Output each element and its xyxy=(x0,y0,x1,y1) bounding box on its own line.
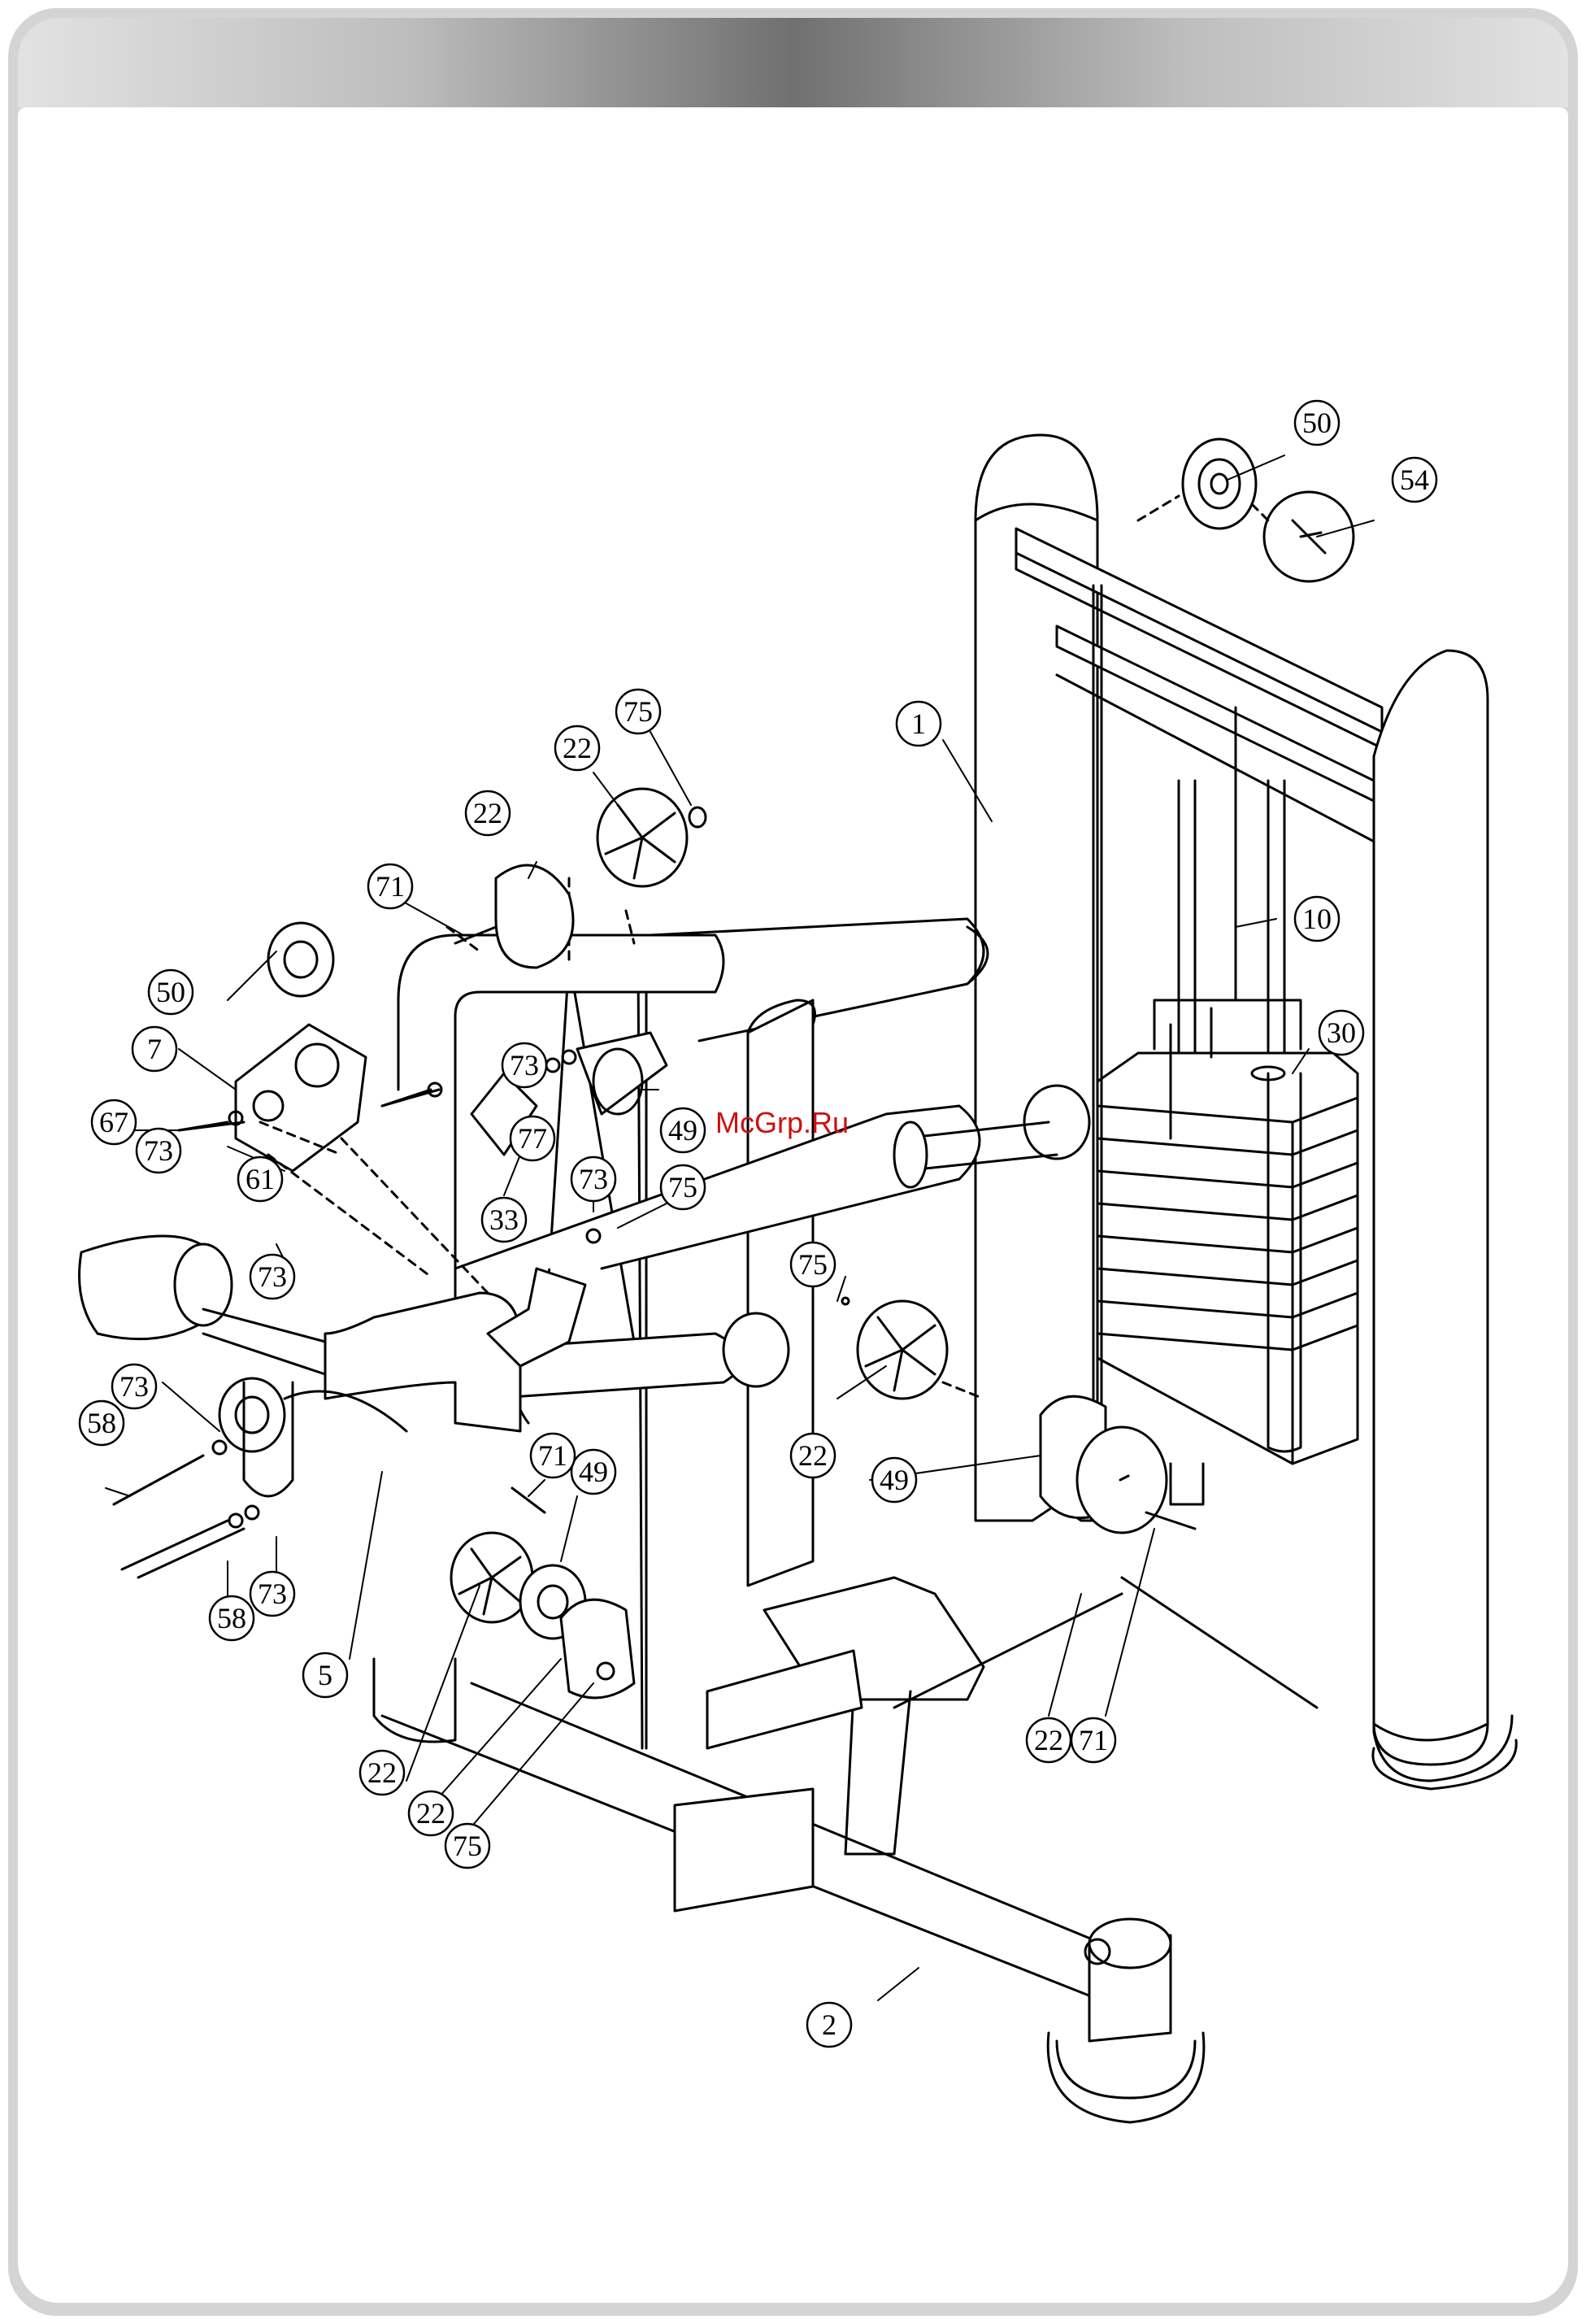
callout-77: 77 xyxy=(511,1116,554,1160)
callout-label: 33 xyxy=(489,1203,519,1236)
callout-49: 49 xyxy=(661,1108,705,1152)
callout-71: 71 xyxy=(531,1434,575,1478)
callout-label: 2 xyxy=(822,2008,836,2041)
callout-label: 71 xyxy=(1079,1724,1108,1756)
callout-75: 75 xyxy=(791,1243,835,1286)
callout-label: 75 xyxy=(798,1248,828,1281)
callout-label: 30 xyxy=(1327,1016,1356,1049)
callout-30: 30 xyxy=(1319,1011,1363,1055)
callout-label: 77 xyxy=(518,1122,547,1155)
callout-label: 50 xyxy=(156,976,185,1008)
callout-label: 73 xyxy=(144,1134,173,1167)
callout-49: 49 xyxy=(571,1450,615,1494)
callout-label: 22 xyxy=(473,797,502,829)
callout-2: 2 xyxy=(807,2003,851,2047)
callout-label: 71 xyxy=(376,870,405,903)
callout-10: 10 xyxy=(1295,897,1339,941)
callout-label: 75 xyxy=(453,1830,482,1862)
callout-22: 22 xyxy=(791,1434,835,1478)
callout-75: 75 xyxy=(661,1165,705,1209)
weight-stack xyxy=(1097,781,1358,1504)
watermark-text: McGrp.Ru xyxy=(715,1106,849,1140)
callout-label: 71 xyxy=(538,1439,567,1472)
callout-71: 71 xyxy=(368,864,412,908)
callout-50: 50 xyxy=(149,970,193,1014)
callout-label: 75 xyxy=(624,695,653,728)
callout-label: 22 xyxy=(798,1439,828,1472)
callout-73: 73 xyxy=(250,1572,294,1616)
callout-label: 73 xyxy=(258,1260,287,1293)
callout-5: 5 xyxy=(303,1653,347,1697)
callout-50: 50 xyxy=(1295,401,1339,445)
callout-label: 73 xyxy=(579,1163,608,1195)
callout-label: 73 xyxy=(119,1370,149,1403)
callout-label: 61 xyxy=(246,1163,275,1195)
callout-49: 49 xyxy=(872,1458,916,1502)
callout-label: 73 xyxy=(510,1049,539,1081)
callout-73: 73 xyxy=(250,1255,294,1299)
callout-label: 22 xyxy=(563,732,592,764)
callout-label: 5 xyxy=(318,1659,332,1691)
callout-73: 73 xyxy=(571,1157,615,1201)
callout-71: 71 xyxy=(1071,1718,1115,1762)
callout-75: 75 xyxy=(445,1824,489,1868)
callout-73: 73 xyxy=(112,1364,156,1408)
callout-label: 1 xyxy=(911,707,926,740)
callout-1: 1 xyxy=(897,702,941,746)
callout-label: 7 xyxy=(147,1033,162,1065)
callout-67: 67 xyxy=(92,1100,136,1144)
callout-label: 50 xyxy=(1302,407,1332,439)
callout-7: 7 xyxy=(133,1027,176,1071)
callout-22: 22 xyxy=(466,791,510,835)
callout-73: 73 xyxy=(137,1129,180,1173)
callout-22: 22 xyxy=(555,726,599,770)
callout-61: 61 xyxy=(238,1157,282,1201)
callout-label: 49 xyxy=(668,1114,697,1147)
callout-label: 75 xyxy=(668,1171,697,1203)
callout-75: 75 xyxy=(616,690,660,733)
callout-22: 22 xyxy=(409,1791,453,1835)
callout-33: 33 xyxy=(482,1198,526,1242)
callout-58: 58 xyxy=(210,1596,254,1640)
top-pulleys xyxy=(1138,439,1354,581)
callout-label: 67 xyxy=(99,1106,128,1138)
callout-label: 58 xyxy=(217,1602,246,1634)
callout-label: 10 xyxy=(1302,903,1332,935)
callout-label: 73 xyxy=(258,1578,287,1610)
callout-22: 22 xyxy=(360,1751,404,1795)
callout-label: 22 xyxy=(1034,1724,1063,1756)
callout-label: 22 xyxy=(367,1756,397,1789)
callout-label: 49 xyxy=(579,1456,608,1488)
callout-22: 22 xyxy=(1027,1718,1071,1762)
callout-label: 58 xyxy=(87,1407,116,1439)
callout-label: 49 xyxy=(880,1464,909,1496)
callout-label: 22 xyxy=(416,1797,445,1830)
callout-73: 73 xyxy=(502,1043,546,1087)
callout-label: 54 xyxy=(1400,463,1429,496)
callout-58: 58 xyxy=(80,1401,124,1445)
callout-54: 54 xyxy=(1393,458,1436,502)
